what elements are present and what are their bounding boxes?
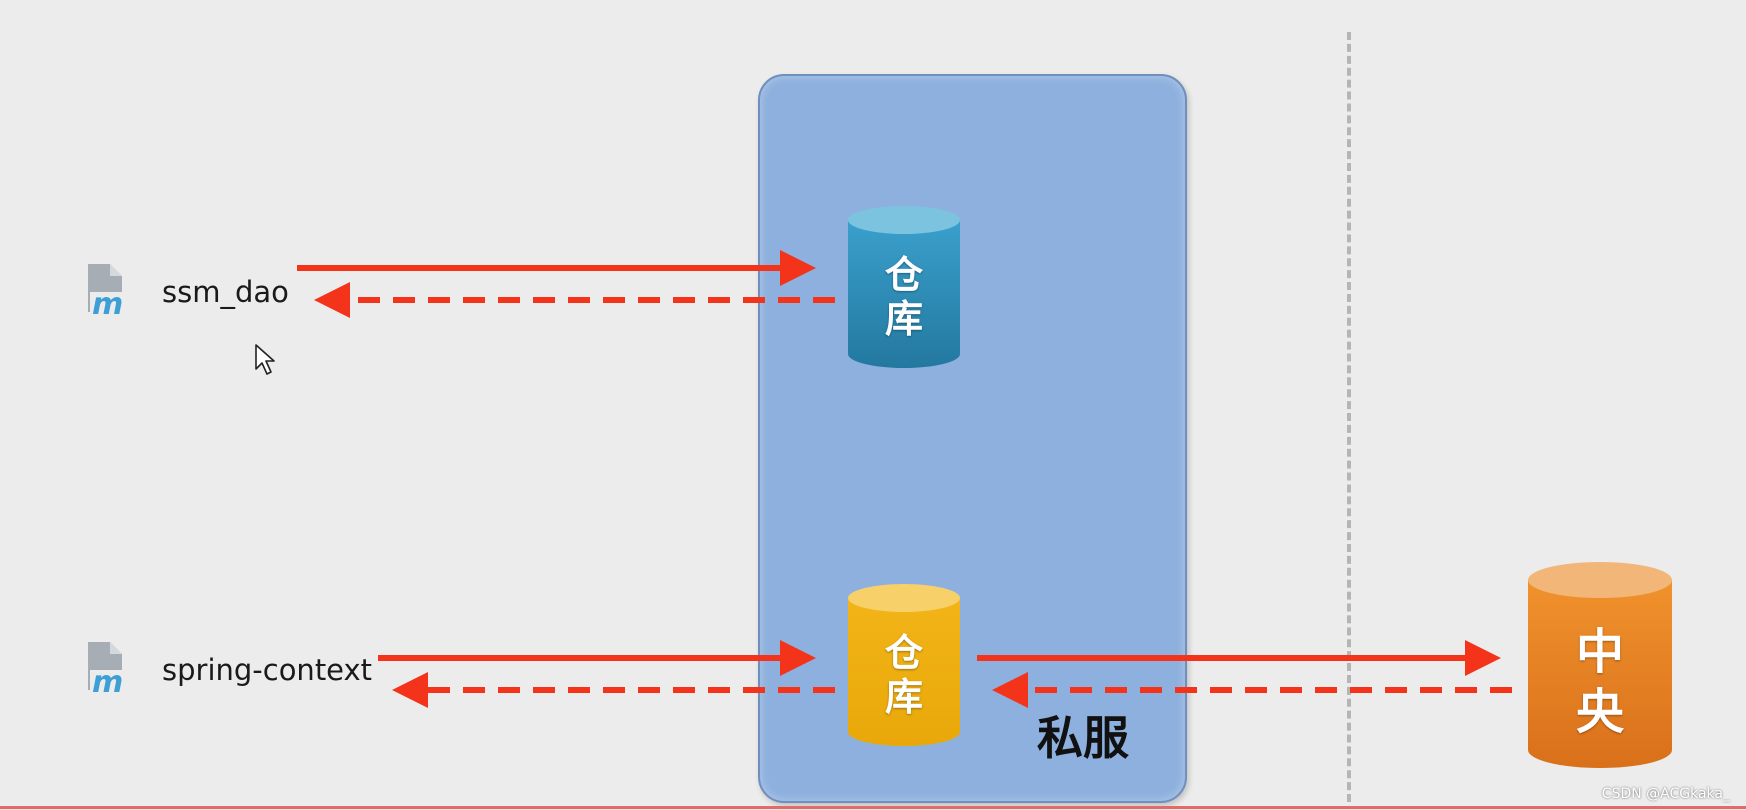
central-repo-label-line2: 央 (1575, 684, 1624, 740)
private-repo-label-line1: 仓 (884, 253, 923, 297)
svg-text:m: m (92, 287, 123, 318)
maven-module-icon: m (80, 636, 136, 700)
module-name-ssm-dao: ssm_dao (162, 275, 289, 309)
maven-module-icon: m (80, 258, 136, 322)
watermark: CSDN @ACGkaka_ (1601, 786, 1730, 802)
private-repo-cylinder-bottom: 仓 库 (846, 582, 962, 750)
svg-text:m: m (92, 665, 123, 696)
private-server-label: 私服 (1037, 711, 1129, 765)
mouse-cursor-icon (255, 344, 275, 375)
module-name-spring-context: spring-context (162, 653, 373, 687)
central-repo-cylinder: 中 央 (1526, 560, 1674, 772)
private-repo-cylinder-top: 仓 库 (846, 204, 962, 372)
private-repo-label-line2: 库 (884, 675, 923, 719)
private-repo-label-line1: 仓 (884, 631, 923, 675)
bottom-border (0, 806, 1746, 809)
central-repo-label-line1: 中 (1575, 624, 1624, 680)
network-divider (1347, 32, 1351, 802)
private-server-box (758, 74, 1187, 803)
private-repo-label-line2: 库 (884, 297, 923, 341)
